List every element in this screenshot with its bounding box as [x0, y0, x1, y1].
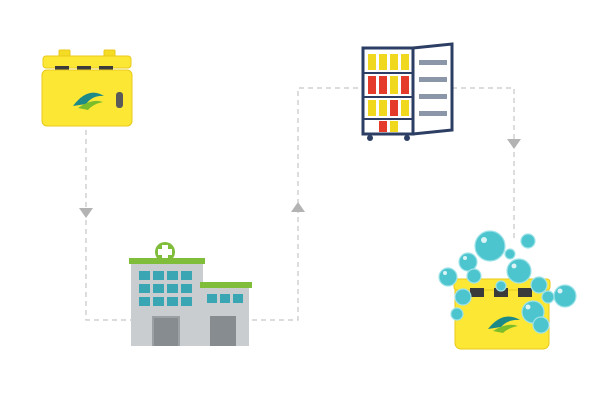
arrow-down-icon	[79, 208, 93, 218]
arrow-up-icon	[291, 202, 305, 212]
connector-cabinet-to-washing	[452, 87, 515, 238]
connector-hospital-to-cabinet	[252, 87, 360, 321]
connector-container-to-hospital	[85, 130, 132, 321]
yellow-container-icon	[41, 49, 133, 127]
storage-cabinet-icon	[361, 42, 454, 141]
arrow-down-icon	[507, 139, 521, 149]
hospital-building-icon	[129, 242, 252, 346]
yellow-container-washing-icon	[438, 230, 577, 350]
brand-logo-icon	[488, 316, 520, 333]
brand-logo-icon	[73, 92, 104, 110]
